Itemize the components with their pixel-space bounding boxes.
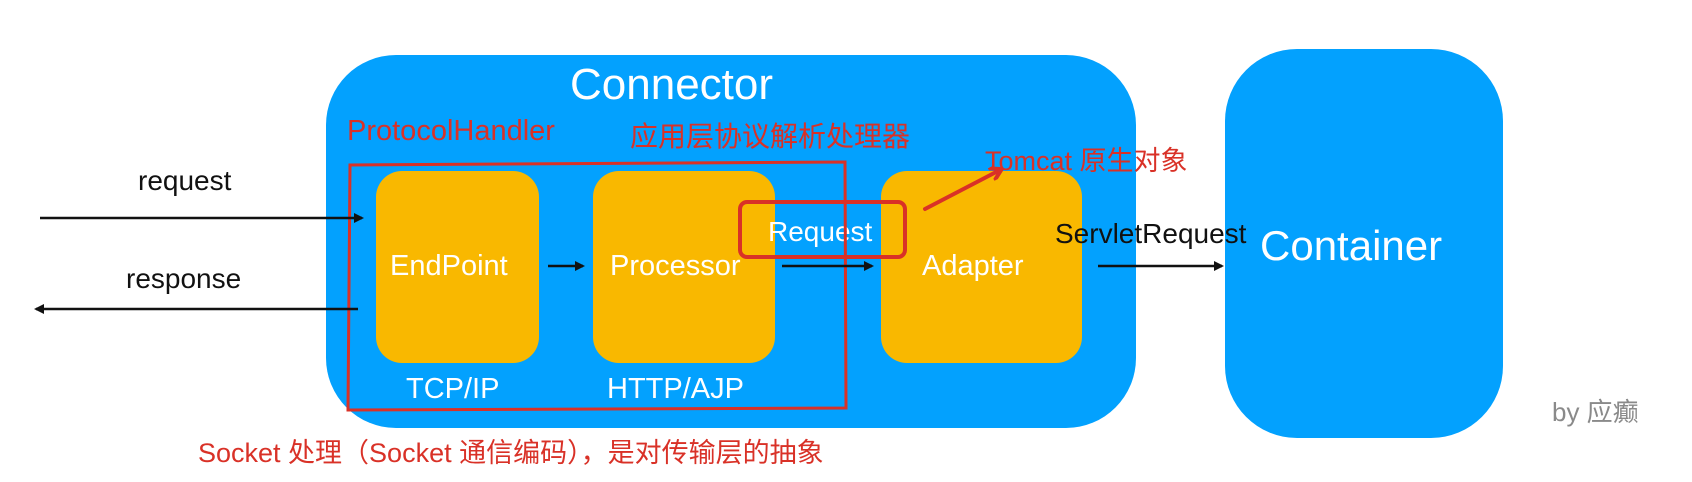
request-label: request — [138, 165, 232, 196]
request-highlight-box — [738, 200, 907, 259]
annotation-arrow — [923, 170, 1000, 211]
protocol-handler-boundary — [346, 160, 848, 412]
processor-label: Processor — [610, 250, 741, 282]
request-object-label: Request — [768, 216, 873, 247]
endpoint-label: EndPoint — [390, 250, 508, 282]
connector-title: Connector — [570, 60, 774, 109]
protocol-handler-label: ProtocolHandler — [347, 115, 555, 147]
protocol-handler-footnote: Socket 处理（Socket 通信编码），是对传输层的抽象 — [198, 438, 824, 468]
protocol-handler-description: 应用层协议解析处理器 — [630, 121, 911, 152]
container-box — [1225, 49, 1503, 438]
tomcat-native-object-annotation: Tomcat 原生对象 — [985, 146, 1188, 176]
endpoint-protocol: TCP/IP — [406, 373, 500, 405]
endpoint-box — [376, 171, 539, 363]
adapter-label: Adapter — [922, 250, 1024, 282]
processor-protocol: HTTP/AJP — [607, 373, 744, 405]
response-label: response — [126, 263, 242, 294]
author-credit: by 应癫 — [1552, 397, 1639, 427]
container-title: Container — [1260, 222, 1443, 269]
adapter-box — [881, 171, 1082, 363]
servlet-request-label: ServletRequest — [1055, 218, 1247, 249]
